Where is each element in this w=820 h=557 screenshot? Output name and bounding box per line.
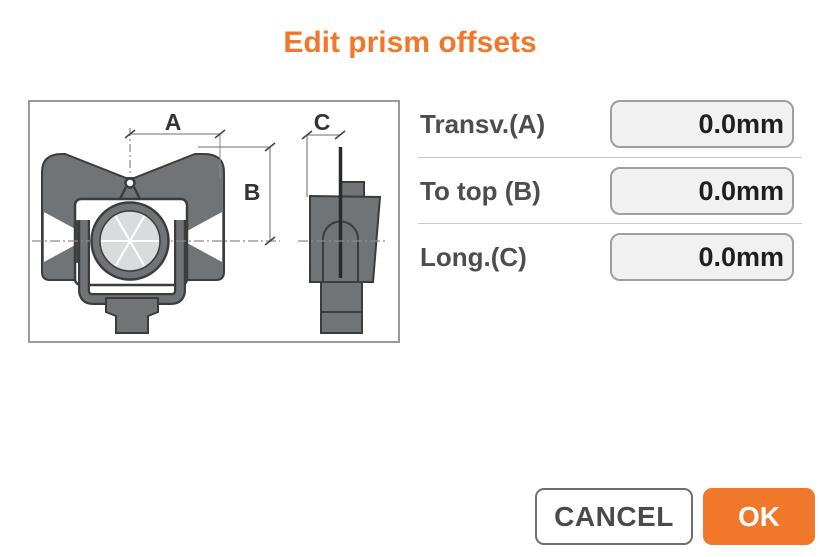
- page-title: Edit prism offsets: [283, 26, 537, 59]
- hook-ring: [124, 177, 136, 189]
- dim-label-a: A: [165, 109, 182, 135]
- dimension-c: C: [301, 109, 346, 197]
- field-label-transv-a: Transv.(A): [420, 109, 546, 139]
- housing-cutout-right: [176, 212, 222, 262]
- row-divider: [418, 157, 802, 158]
- field-label-to-top-b: To top (B): [420, 176, 541, 206]
- hook-legs: [118, 186, 142, 200]
- long-c-input[interactable]: 0.0mm: [610, 233, 794, 281]
- to-top-b-input[interactable]: 0.0mm: [610, 167, 794, 215]
- dimension-a: A: [124, 109, 226, 179]
- prism-diagram: A B C: [28, 100, 400, 343]
- yoke-stem: [105, 297, 159, 334]
- row-divider: [418, 223, 802, 224]
- dimension-b: B: [198, 142, 276, 246]
- transv-a-input[interactable]: 0.0mm: [610, 100, 794, 148]
- ok-button[interactable]: OK: [703, 488, 815, 545]
- prism-facet-lines: [101, 215, 159, 267]
- dim-label-c: C: [314, 109, 331, 135]
- field-label-long-c: Long.(C): [420, 242, 527, 272]
- prism-side-view: [298, 147, 386, 334]
- cancel-button[interactable]: CANCEL: [535, 488, 693, 545]
- dim-label-b: B: [244, 179, 261, 205]
- prism-diagram-drawing: A B C: [32, 109, 386, 334]
- housing-cutout-left: [44, 212, 90, 262]
